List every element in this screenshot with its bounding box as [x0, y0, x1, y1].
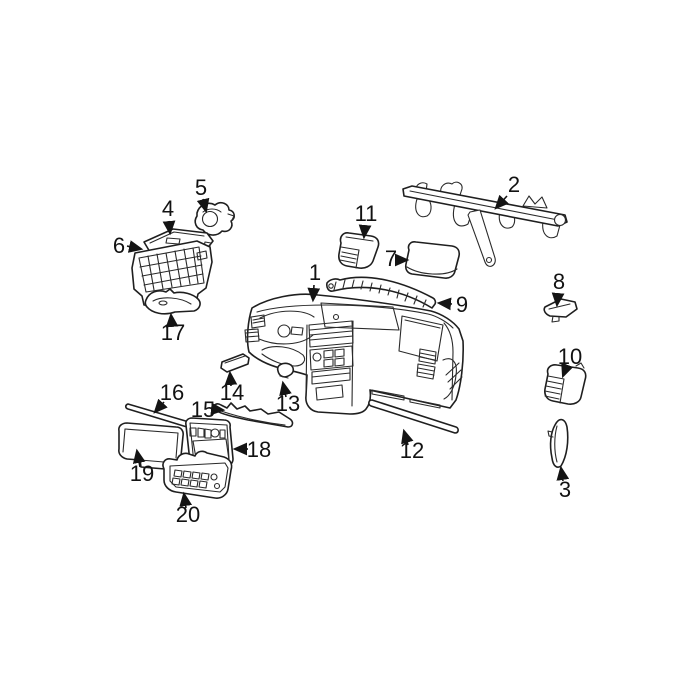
callout-5: 5	[195, 175, 210, 214]
callout-17-arrow	[165, 312, 179, 328]
callout-2: 2	[494, 172, 520, 210]
callout-10-arrow	[561, 362, 574, 379]
callout-10-number: 10	[558, 344, 582, 369]
callout-11-number: 11	[355, 201, 378, 226]
callout-10: 10	[558, 344, 582, 379]
callout-9-arrow	[436, 297, 453, 311]
callout-12-arrow	[401, 428, 414, 446]
callout-18-number: 18	[247, 437, 271, 462]
callout-13: 13	[276, 380, 300, 416]
callout-2-number: 2	[508, 172, 520, 197]
callout-1-arrow	[307, 284, 321, 303]
callout-13-number: 13	[276, 391, 300, 416]
callout-15-arrow	[210, 402, 226, 416]
callout-19: 19	[130, 448, 154, 486]
callout-20: 20	[176, 491, 200, 527]
callout-9: 9	[436, 292, 468, 317]
part-2-crossmember-beam	[402, 181, 568, 267]
callout-2-arrow	[494, 194, 509, 210]
callout-14-number: 14	[220, 380, 244, 405]
callout-15: 15	[191, 397, 226, 422]
callout-17-number: 17	[161, 320, 185, 345]
callout-16-number: 16	[160, 380, 184, 405]
callout-3: 3	[556, 465, 571, 502]
callout-16: 16	[153, 380, 184, 414]
callout-6-number: 6	[113, 233, 125, 258]
callout-8-arrow	[551, 292, 565, 308]
part-5-vent-duct	[194, 202, 235, 236]
callout-5-arrow	[196, 197, 210, 214]
callout-16-arrow	[153, 398, 168, 414]
callout-15-number: 15	[191, 397, 215, 422]
part-7-airbag-door	[404, 241, 461, 279]
callout-9-number: 9	[456, 292, 468, 317]
callout-6-arrow	[126, 240, 144, 253]
callout-8: 8	[551, 269, 565, 308]
callout-4-number: 4	[162, 196, 174, 221]
callout-4: 4	[162, 196, 176, 236]
part-20-switch-panel	[162, 450, 233, 499]
callout-3-number: 3	[559, 477, 571, 502]
callout-19-number: 19	[130, 461, 154, 486]
callout-20-number: 20	[176, 502, 200, 527]
callout-12-number: 12	[400, 438, 424, 463]
callout-7: 7	[385, 246, 410, 271]
callout-20-arrow	[179, 491, 193, 509]
callout-1-number: 1	[309, 260, 321, 285]
callout-19-arrow	[132, 448, 146, 468]
callout-8-number: 8	[553, 269, 565, 294]
part-1-instrument-panel	[244, 293, 464, 415]
callout-17: 17	[161, 312, 185, 345]
callout-14: 14	[220, 370, 244, 405]
part-17-bracket	[144, 288, 201, 315]
callout-11-arrow	[358, 224, 372, 240]
part-10-side-vent	[544, 362, 587, 405]
callout-5-number: 5	[195, 175, 207, 200]
callout-13-arrow	[279, 380, 292, 398]
part-9-defroster-grille	[326, 276, 437, 309]
part-8-corner-vent	[543, 298, 578, 323]
callout-3-arrow	[556, 465, 570, 482]
part-16-trim-strip	[124, 403, 190, 428]
part-3-end-cap-trim	[547, 418, 569, 468]
part-11-center-vent	[338, 232, 380, 269]
callout-1: 1	[307, 260, 321, 303]
callout-14-arrow	[224, 370, 238, 387]
callout-6: 6	[113, 233, 144, 258]
callout-7-number: 7	[385, 246, 397, 271]
callout-11: 11	[355, 201, 378, 240]
callout-4-arrow	[162, 220, 176, 236]
callout-18: 18	[232, 437, 271, 462]
part-14-trim-strip	[220, 353, 250, 373]
part-13-cap	[276, 362, 295, 379]
callout-12: 12	[400, 428, 424, 463]
part-12-lower-trim-strip	[368, 399, 459, 434]
